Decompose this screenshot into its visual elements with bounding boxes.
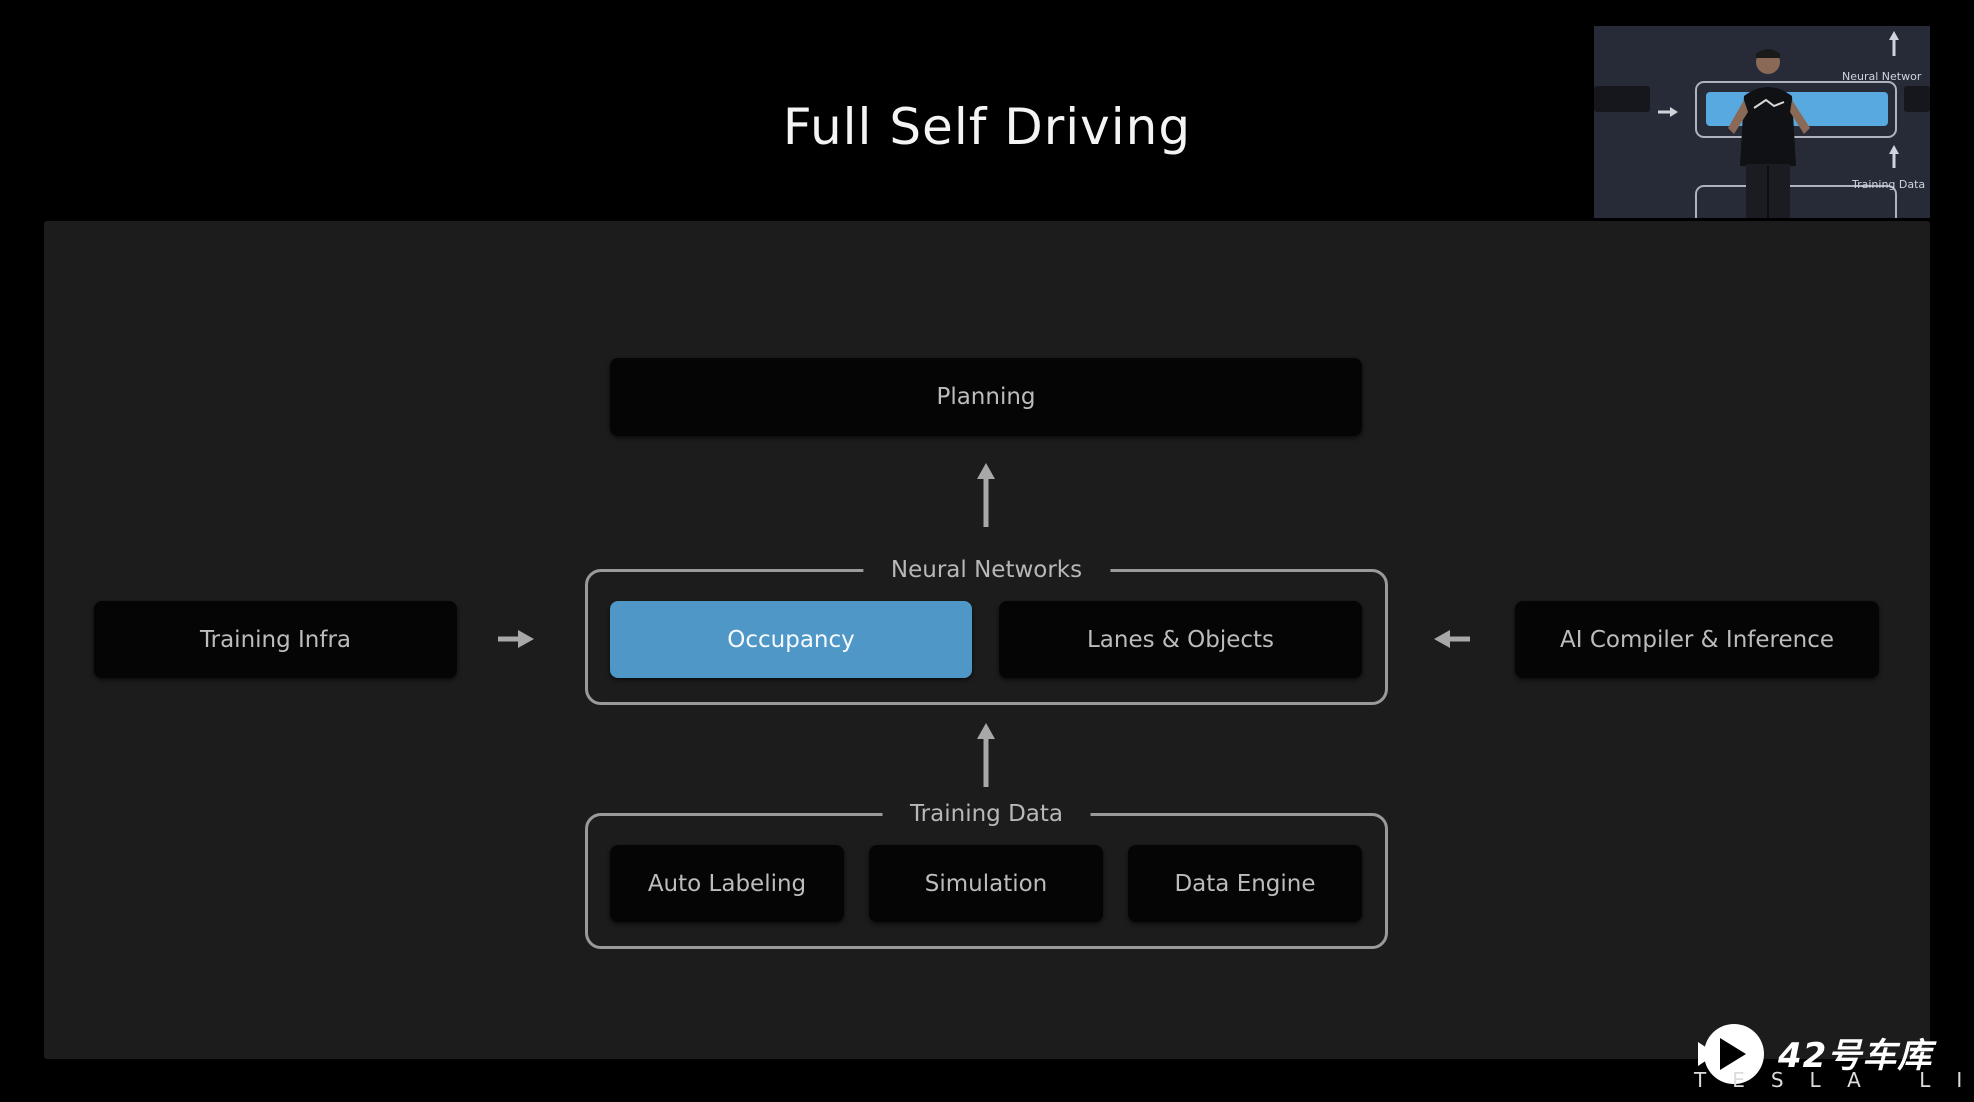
occupancy-label: Occupancy xyxy=(727,626,855,653)
diagram-panel: Planning Neural Networks Occupancy Lanes… xyxy=(44,221,1930,1059)
ai-compiler-label: AI Compiler & Inference xyxy=(1560,626,1834,653)
speaker-video-scene xyxy=(1594,26,1930,218)
training-infra-label: Training Infra xyxy=(199,626,352,653)
data-engine-label: Data Engine xyxy=(1174,870,1316,897)
slide-title: Full Self Driving xyxy=(782,98,1192,156)
data-engine-box: Data Engine xyxy=(1128,845,1362,922)
training-infra-box: Training Infra xyxy=(94,601,457,678)
simulation-box: Simulation xyxy=(869,845,1103,922)
training-data-group: Training Data xyxy=(585,799,1388,949)
arrow-up-icon xyxy=(977,463,995,527)
watermark-subtitle: TESLA LIVE xyxy=(1694,1068,1974,1092)
planning-box: Planning xyxy=(610,358,1362,436)
neural-networks-group: Neural Networks xyxy=(585,555,1388,705)
lanes-objects-label: Lanes & Objects xyxy=(1086,626,1275,653)
auto-labeling-label: Auto Labeling xyxy=(647,870,807,897)
play-logo-icon xyxy=(1698,1024,1764,1084)
pip-neural-networks-label: Neural Networ xyxy=(1842,70,1922,83)
lanes-objects-box: Lanes & Objects xyxy=(999,601,1362,678)
auto-labeling-box: Auto Labeling xyxy=(610,845,844,922)
neural-networks-label: Neural Networks xyxy=(862,555,1111,585)
ai-compiler-box: AI Compiler & Inference xyxy=(1515,601,1879,678)
pip-training-data-label: Training Data xyxy=(1852,178,1926,191)
channel-watermark: 42号车库 TESLA LIVE xyxy=(1690,1016,1974,1092)
training-data-label: Training Data xyxy=(882,799,1091,829)
simulation-label: Simulation xyxy=(924,870,1048,897)
arrow-right-icon xyxy=(498,630,534,648)
planning-label: Planning xyxy=(936,384,1036,410)
arrow-up-icon xyxy=(977,723,995,787)
speaker-video-thumbnail: Neural Networ Training Data xyxy=(1594,26,1930,218)
occupancy-box: Occupancy xyxy=(610,601,972,678)
arrow-left-icon xyxy=(1434,630,1470,648)
watermark-brand: 42号车库 xyxy=(1778,1036,1933,1076)
